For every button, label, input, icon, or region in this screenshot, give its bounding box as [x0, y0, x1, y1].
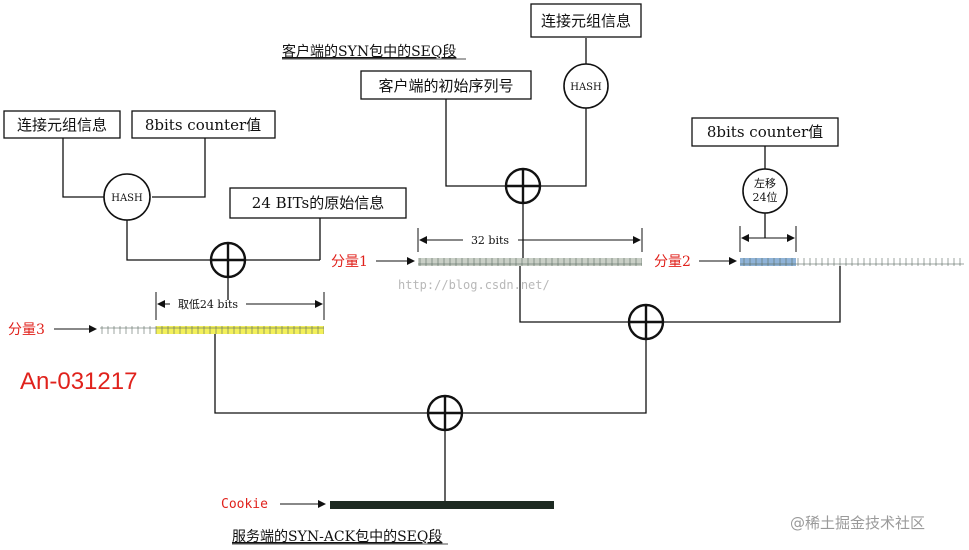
title-client-syn-seq: 客户端的SYN包中的SEQ段	[282, 43, 456, 60]
svg-text:8bits counter值: 8bits counter值	[707, 123, 823, 141]
box-24bits-original: 24 BITs的原始信息	[229, 187, 407, 219]
box-counter-right: 8bits counter值	[691, 117, 839, 147]
label-cookie: Cookie	[221, 497, 326, 512]
svg-text:分量1: 分量1	[331, 254, 368, 270]
bar-32bits-part3	[100, 326, 324, 334]
box-client-isn: 客户端的初始序列号	[360, 70, 532, 100]
dimension-32bits: 32 bits	[417, 228, 643, 252]
dimension-shift24	[739, 226, 797, 252]
svg-text:HASH: HASH	[111, 193, 143, 204]
svg-text:左移: 左移	[754, 177, 776, 190]
label-part1: 分量1	[331, 254, 415, 270]
svg-text:连接元组信息: 连接元组信息	[17, 116, 107, 134]
brand-watermark: @稀土掘金技术社区	[790, 514, 925, 532]
xor-node-bottom	[426, 394, 464, 432]
hash-node-left: HASH	[103, 173, 151, 221]
box-conn-info-top: 连接元组信息	[530, 3, 642, 38]
svg-text:Cookie: Cookie	[221, 497, 268, 512]
hash-node-top: HASH	[563, 63, 609, 109]
label-part3: 分量3	[8, 322, 97, 338]
xor-node-middle	[627, 303, 665, 341]
bar-cookie	[330, 501, 554, 509]
title-server-synack-seq: 服务端的SYN-ACK包中的SEQ段	[232, 529, 442, 545]
svg-text:HASH: HASH	[570, 82, 602, 93]
bar-32bits-part1	[418, 258, 642, 266]
watermark-url: http://blog.csdn.net/	[398, 278, 550, 292]
diagram-id: An-031217	[20, 368, 137, 395]
shift-left-node: 左移 24位	[742, 168, 788, 214]
box-conn-info-left: 连接元组信息	[3, 110, 121, 139]
label-part2: 分量2	[654, 254, 737, 270]
svg-text:连接元组信息: 连接元组信息	[541, 12, 631, 30]
svg-text:32 bits: 32 bits	[471, 234, 509, 247]
svg-text:分量3: 分量3	[8, 322, 45, 338]
svg-text:8bits counter值: 8bits counter值	[145, 116, 261, 134]
xor-node-left	[209, 241, 247, 279]
bar-32bits-part2	[740, 258, 964, 266]
svg-text:24位: 24位	[753, 190, 778, 204]
svg-text:客户端的初始序列号: 客户端的初始序列号	[378, 77, 513, 95]
dimension-low24: 取低24 bits	[155, 292, 325, 320]
svg-text:24 BITs的原始信息: 24 BITs的原始信息	[252, 194, 384, 212]
svg-text:取低24 bits: 取低24 bits	[178, 298, 238, 311]
svg-text:分量2: 分量2	[654, 254, 691, 270]
box-counter-left: 8bits counter值	[131, 110, 276, 139]
connector-lines	[62, 38, 841, 501]
xor-node-top	[504, 167, 542, 205]
